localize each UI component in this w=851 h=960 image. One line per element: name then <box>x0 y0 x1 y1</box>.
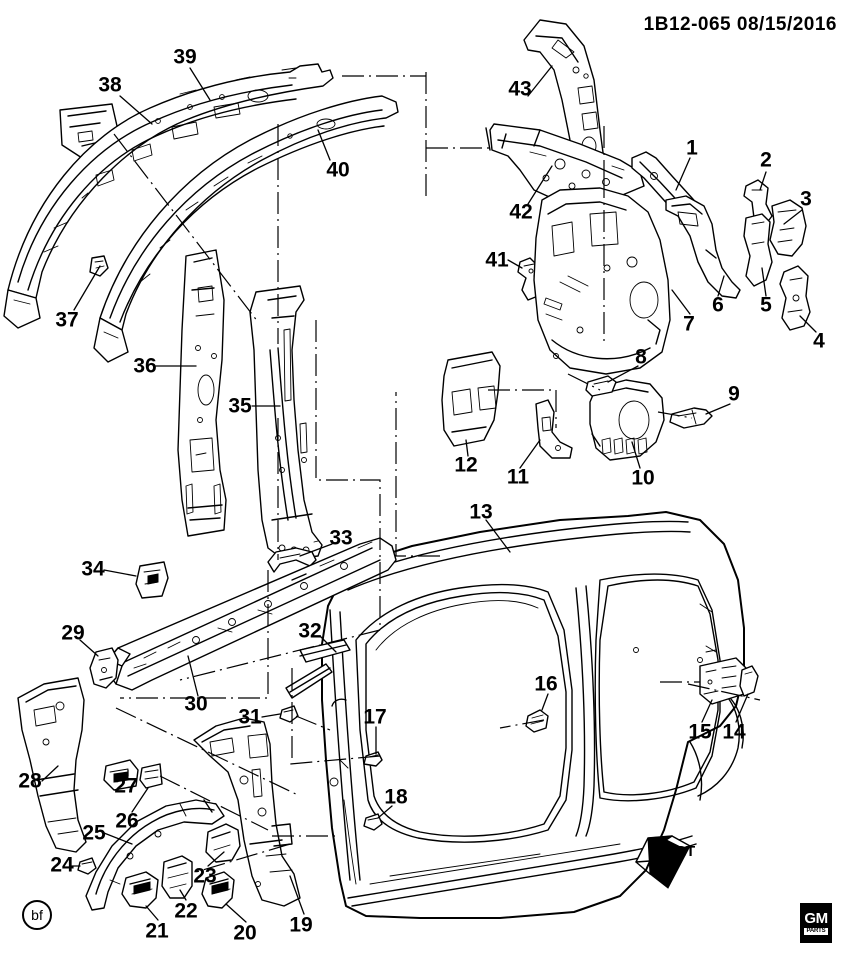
part-23-shape <box>205 823 241 863</box>
part-40-shape <box>93 95 399 363</box>
callout-number-15[interactable]: 15 <box>688 720 712 744</box>
part-32-shape <box>285 639 351 699</box>
part-28-shape <box>17 677 87 853</box>
callout-number-18[interactable]: 18 <box>384 785 408 809</box>
callout-number-19[interactable]: 19 <box>289 913 313 937</box>
callout-number-3[interactable]: 3 <box>800 187 812 211</box>
callout-number-28[interactable]: 28 <box>18 769 42 793</box>
part-35-shape <box>249 285 323 561</box>
part-24-shape <box>77 857 97 875</box>
part-7-shape <box>533 187 671 375</box>
callout-number-2[interactable]: 2 <box>760 148 772 172</box>
callout-number-11[interactable]: 11 <box>506 465 530 489</box>
callout-number-30[interactable]: 30 <box>184 692 208 716</box>
part-36-shape <box>177 249 227 537</box>
callout-number-31[interactable]: 31 <box>238 705 262 729</box>
part-20-shape <box>201 871 235 909</box>
callout-number-22[interactable]: 22 <box>174 899 198 923</box>
part-19-shape <box>193 717 301 907</box>
leader-lines <box>41 65 817 923</box>
callout-number-14[interactable]: 14 <box>722 720 746 744</box>
gm-parts-logo: GM PARTS <box>800 903 832 943</box>
revision-mark: bf <box>22 900 52 930</box>
callout-number-34[interactable]: 34 <box>81 557 105 581</box>
callout-number-33[interactable]: 33 <box>329 526 353 550</box>
callout-number-43[interactable]: 43 <box>508 77 532 101</box>
callout-number-37[interactable]: 37 <box>55 308 79 332</box>
part-12-shape <box>441 351 501 447</box>
part-6-shape <box>665 195 741 299</box>
callout-number-6[interactable]: 6 <box>712 293 724 317</box>
gm-logo-primary: GM <box>804 909 828 927</box>
part-26-shape <box>139 763 163 789</box>
part-34-shape <box>135 561 169 599</box>
callout-number-5[interactable]: 5 <box>760 293 772 317</box>
part-30-shape <box>107 537 397 691</box>
part-25-shape <box>85 799 225 911</box>
callout-number-16[interactable]: 16 <box>534 672 558 696</box>
part-14-shape <box>739 665 759 697</box>
frt-arrow-icon <box>635 835 691 889</box>
callout-number-41[interactable]: 41 <box>485 248 509 272</box>
callout-number-25[interactable]: 25 <box>82 821 106 845</box>
callout-number-20[interactable]: 20 <box>233 921 257 945</box>
callout-number-12[interactable]: 12 <box>454 453 478 477</box>
part-27-shape <box>103 759 139 791</box>
part-22-shape <box>161 855 193 899</box>
callout-number-29[interactable]: 29 <box>61 621 85 645</box>
callout-number-1[interactable]: 1 <box>686 136 698 160</box>
part-29-shape <box>89 647 119 689</box>
part-5-shape <box>743 213 773 287</box>
gm-logo-secondary: PARTS <box>803 927 829 936</box>
callout-number-40[interactable]: 40 <box>326 158 350 182</box>
callout-number-42[interactable]: 42 <box>509 200 533 224</box>
callout-number-4[interactable]: 4 <box>813 329 825 353</box>
part-10-shape <box>589 379 665 461</box>
part-9-shape <box>669 407 713 429</box>
callout-number-21[interactable]: 21 <box>145 919 169 943</box>
callout-number-10[interactable]: 10 <box>631 466 655 490</box>
callout-number-26[interactable]: 26 <box>115 809 139 833</box>
callout-number-39[interactable]: 39 <box>173 45 197 69</box>
callout-number-24[interactable]: 24 <box>50 853 74 877</box>
drawing-code-date: 1B12-065 08/15/2016 <box>643 14 837 35</box>
callout-number-27[interactable]: 27 <box>114 774 138 798</box>
part-4-shape <box>779 265 811 331</box>
callout-number-13[interactable]: 13 <box>469 500 493 524</box>
part-11-shape <box>535 399 573 459</box>
part-37-shape <box>89 255 109 277</box>
callout-number-8[interactable]: 8 <box>635 345 647 369</box>
callout-number-23[interactable]: 23 <box>193 864 217 888</box>
callout-number-32[interactable]: 32 <box>298 619 322 643</box>
callout-number-38[interactable]: 38 <box>98 73 122 97</box>
revision-mark-label: bf <box>31 907 43 923</box>
assembly-reference-lines <box>113 72 761 873</box>
part-31-shape <box>279 705 299 723</box>
callout-number-9[interactable]: 9 <box>728 382 740 406</box>
part-39-shape <box>3 63 334 329</box>
callout-number-7[interactable]: 7 <box>683 312 695 336</box>
callout-number-36[interactable]: 36 <box>133 354 157 378</box>
callout-number-35[interactable]: 35 <box>228 394 252 418</box>
part-21-shape <box>121 871 159 909</box>
frt-label: FRT <box>666 843 696 860</box>
callout-number-17[interactable]: 17 <box>363 705 387 729</box>
